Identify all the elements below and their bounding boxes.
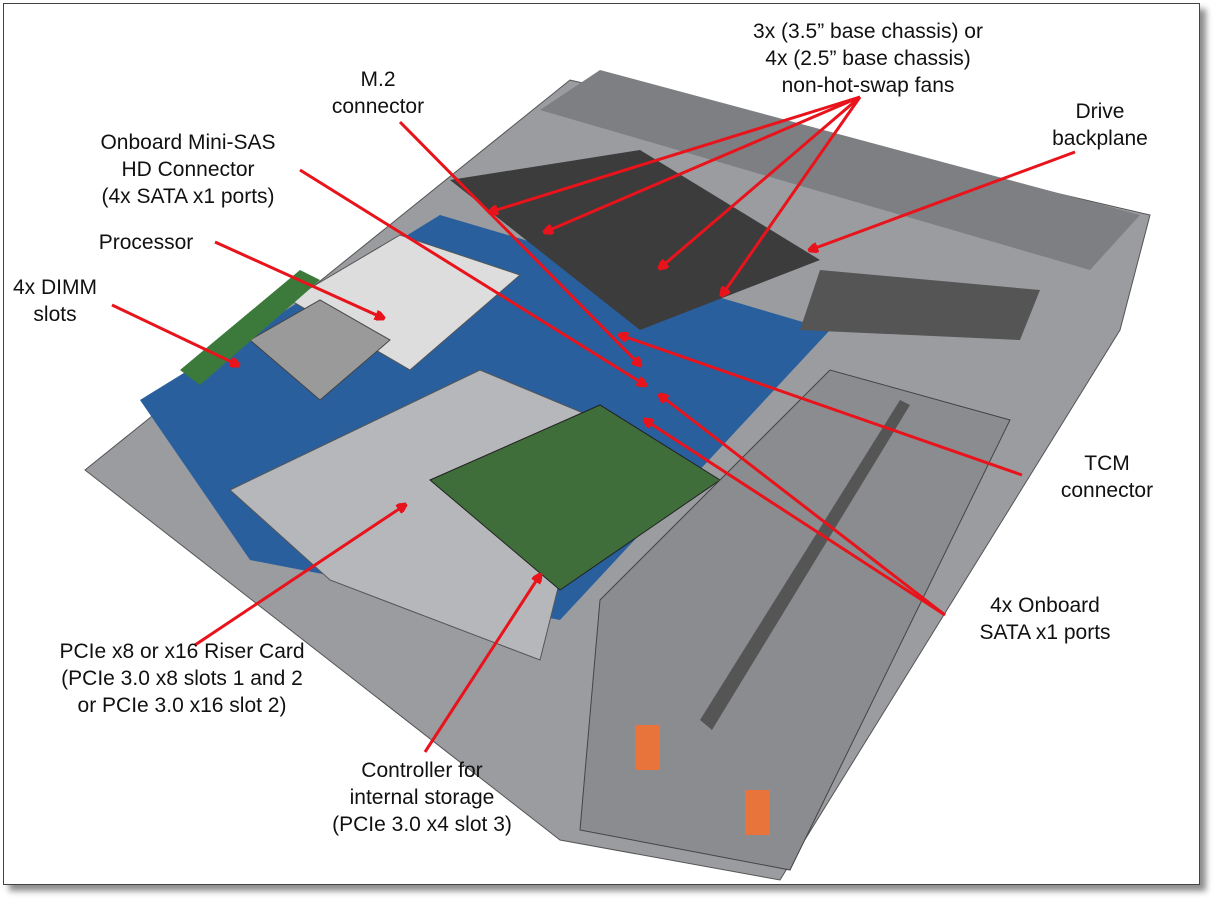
label-line: SATA x1 ports: [979, 621, 1111, 644]
callout-arrows: [111, 95, 1076, 753]
fan-arrow-4: [722, 96, 862, 295]
m2-arrow: [398, 120, 640, 365]
label-line: (4x SATA x1 ports): [101, 185, 275, 208]
label-backplane: Drive backplane: [1052, 98, 1148, 152]
label-line: (PCIe 3.0 x4 slot 3): [332, 813, 512, 836]
riser-arrow: [194, 505, 405, 647]
label-controller: Controller for internal storage (PCIe 3.…: [332, 757, 512, 838]
label-fans: 3x (3.5” base chassis) or 4x (2.5” base …: [753, 18, 983, 99]
label-line: 4x Onboard: [990, 594, 1100, 617]
psu-handle-2: [745, 790, 770, 835]
label-line: 4x DIMM: [13, 276, 97, 299]
heatsink-fins: [249, 299, 391, 401]
dimm-arrow: [111, 303, 238, 365]
label-line: PCIe x8 or x16 Riser Card: [59, 640, 305, 663]
label-tcm: TCM connector: [1061, 450, 1153, 504]
label-m2: M.2 connector: [332, 66, 424, 120]
fan-arrow-2: [545, 95, 861, 232]
label-line: Controller for: [361, 759, 483, 782]
cables: [800, 270, 1040, 340]
backplane-arrow: [810, 150, 1076, 250]
label-line: non-hot-swap fans: [781, 74, 955, 97]
psu-divider: [700, 400, 910, 730]
label-riser: PCIe x8 or x16 Riser Card (PCIe 3.0 x8 s…: [59, 638, 304, 719]
dimm-slots: [180, 270, 320, 385]
label-processor: Processor: [99, 229, 194, 256]
fan-arrow-3: [660, 95, 861, 268]
label-line: Onboard Mini-SAS: [100, 131, 276, 154]
label-line: backplane: [1052, 127, 1148, 150]
processor-arrow: [214, 240, 383, 318]
label-dimm: 4x DIMM slots: [13, 274, 97, 328]
label-line: 4x (2.5” base chassis): [765, 47, 971, 70]
psu-handle-1: [635, 725, 660, 770]
minisas-arrow: [299, 168, 645, 385]
label-line: slots: [33, 303, 77, 326]
label-line: HD Connector: [121, 158, 255, 181]
sata-arrow-1: [660, 395, 946, 617]
label-line: connector: [331, 95, 425, 118]
sata-arrow-2: [645, 420, 946, 617]
label-line: Processor: [98, 231, 194, 254]
label-line: TCM: [1084, 452, 1130, 475]
label-line: M.2: [360, 68, 396, 91]
chassis-top-rear: [540, 70, 1140, 270]
label-line: connector: [1060, 479, 1154, 502]
controller-arrow: [423, 575, 540, 753]
label-sata: 4x Onboard SATA x1 ports: [979, 592, 1110, 646]
label-line: internal storage: [349, 786, 495, 809]
label-line: (PCIe 3.0 x8 slots 1 and 2: [61, 667, 303, 690]
label-line: 3x (3.5” base chassis) or: [753, 20, 983, 43]
tcm-arrow: [620, 335, 1023, 477]
fan-arrow-1: [490, 95, 861, 212]
label-minisas: Onboard Mini-SAS HD Connector (4x SATA x…: [100, 129, 275, 210]
power-supplies: [579, 369, 1011, 871]
label-line: Drive: [1075, 100, 1125, 123]
label-line: or PCIe 3.0 x16 slot 2): [77, 694, 287, 717]
